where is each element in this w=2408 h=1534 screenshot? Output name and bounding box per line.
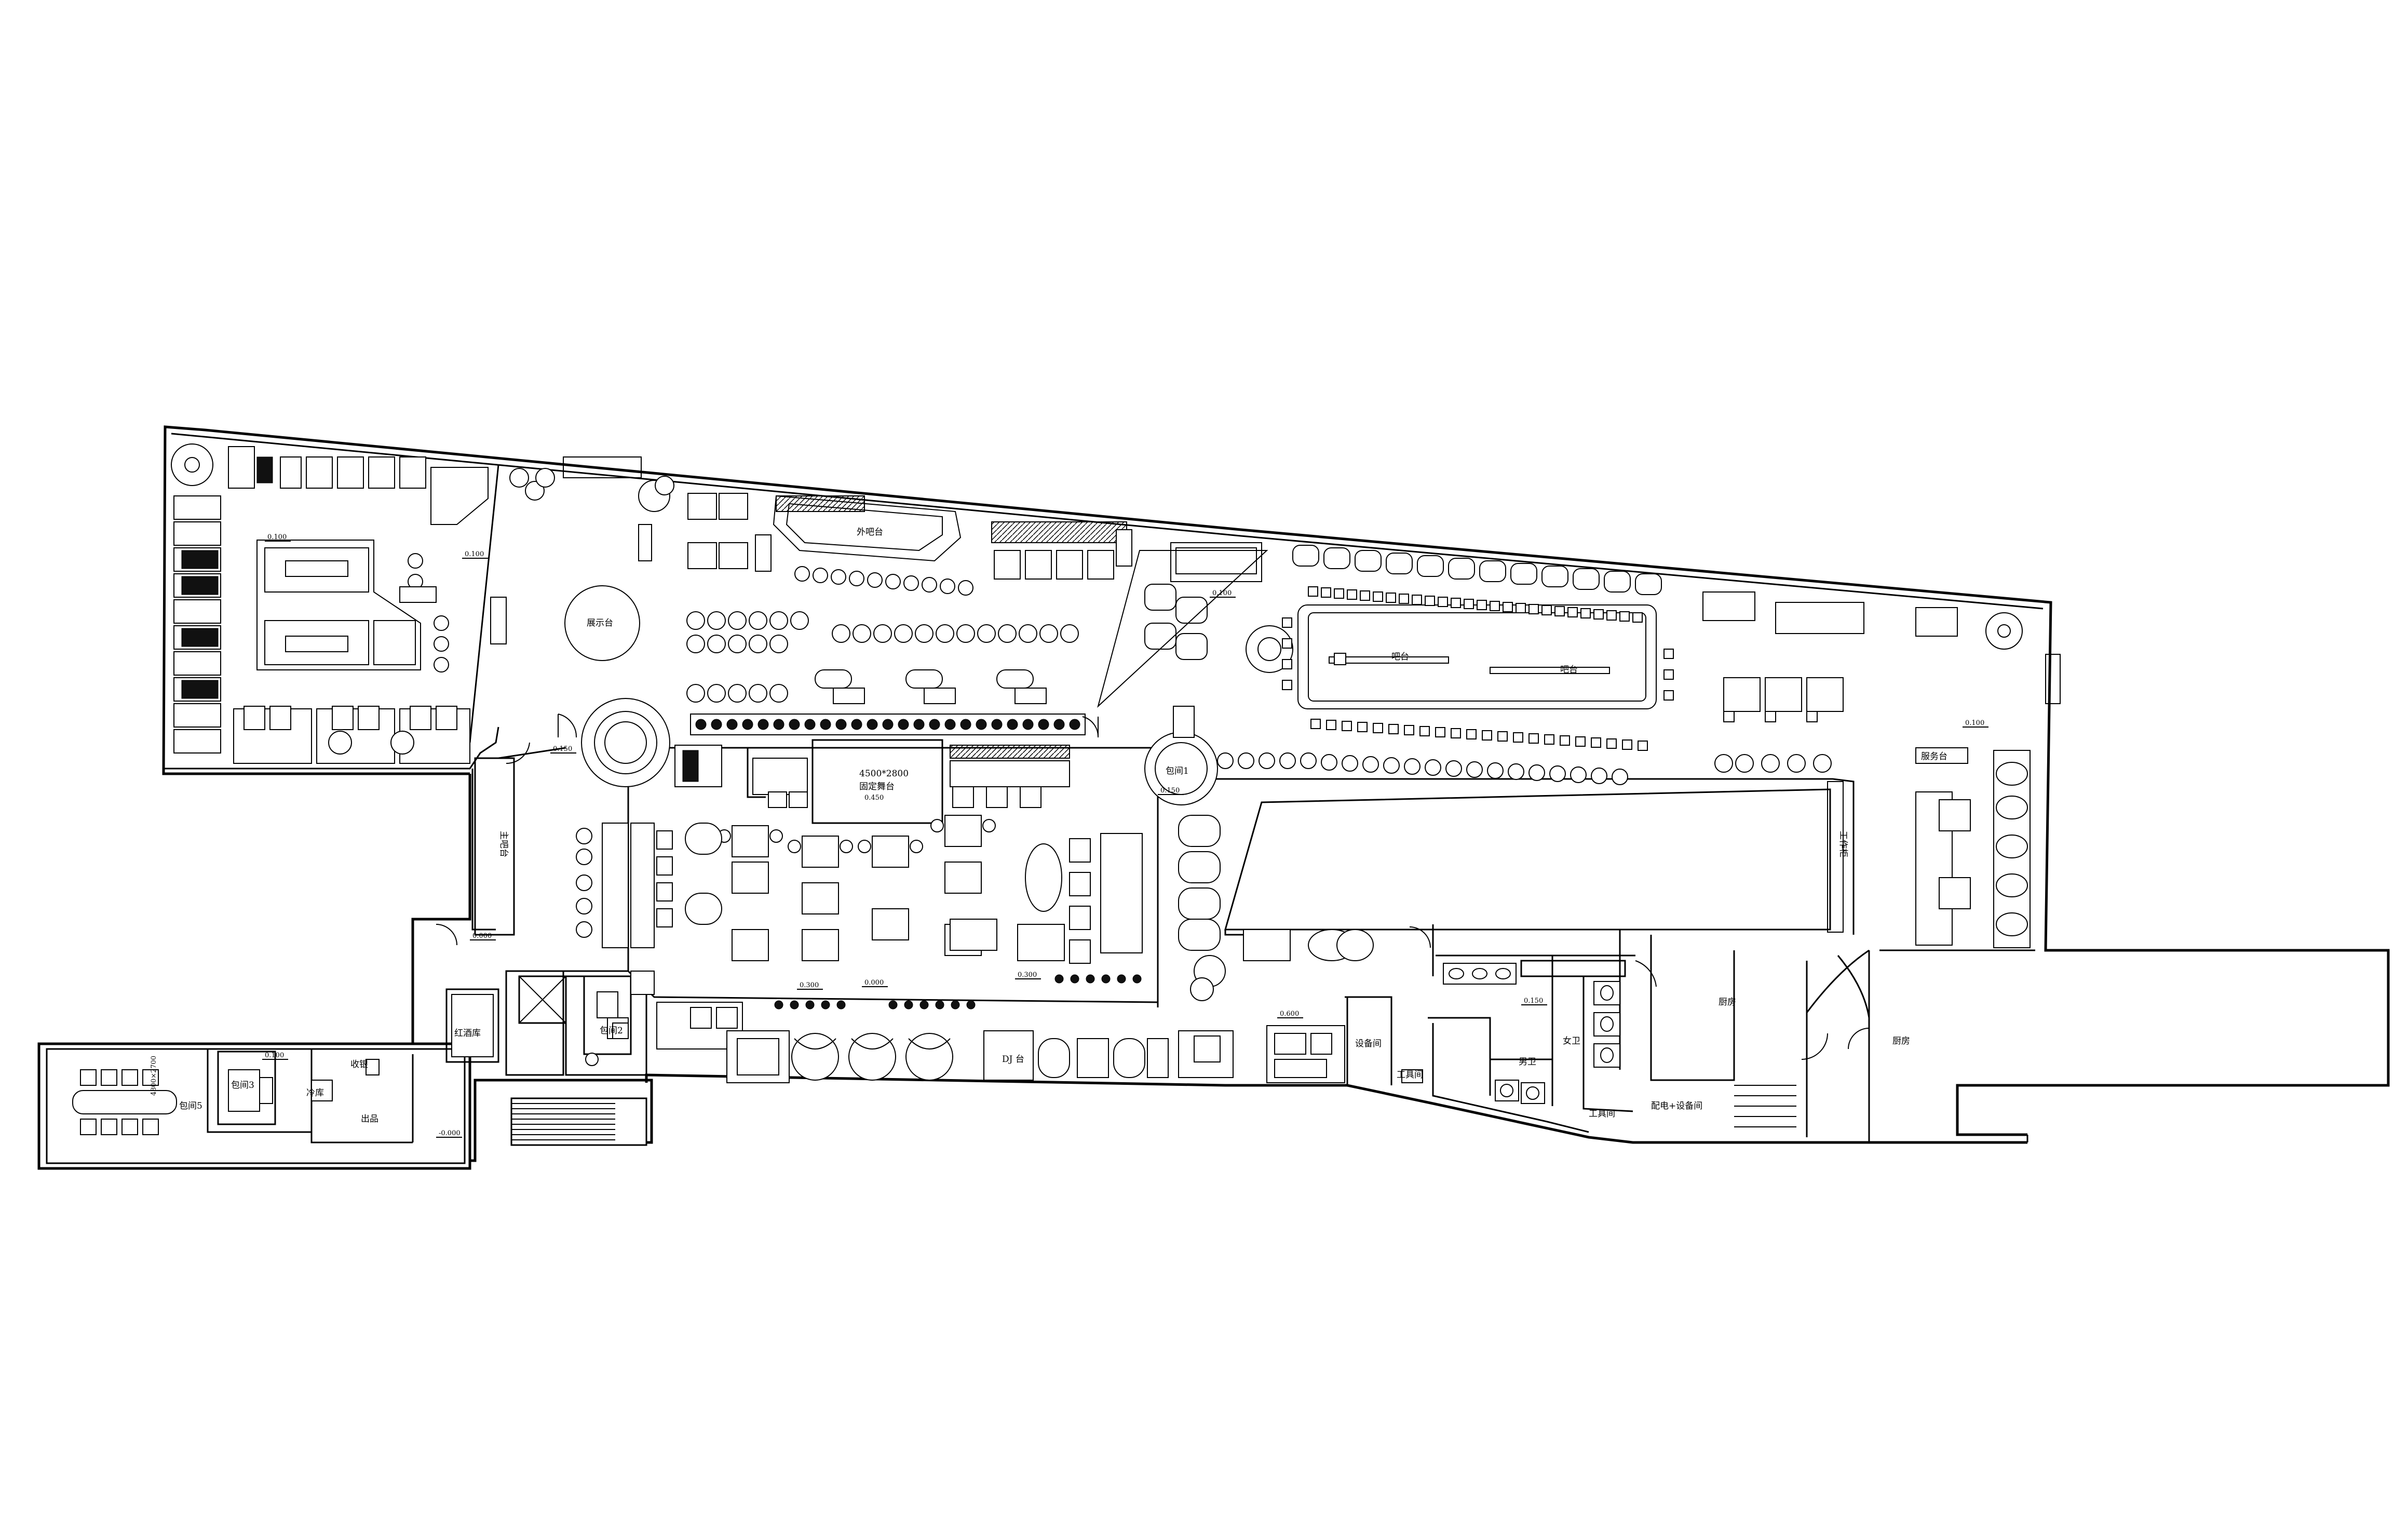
label-vip3: 包间3 bbox=[231, 1080, 254, 1091]
label-display: 展示台 bbox=[587, 618, 613, 628]
dj-booth[interactable] bbox=[983, 1030, 1034, 1081]
stage[interactable] bbox=[811, 739, 943, 824]
label-stage-level: 0.450 bbox=[864, 794, 884, 802]
doors bbox=[436, 714, 1870, 1060]
label-bar-right: 吧台 bbox=[1560, 665, 1578, 675]
level-markers: 0.100 0.100 0.150 0.100 0.100 0.150 0.30… bbox=[262, 533, 1988, 1138]
main-bar-stools-bottom bbox=[1310, 719, 1648, 751]
label-kitchen1: 厨房 bbox=[1719, 997, 1736, 1007]
planter-dots bbox=[695, 719, 1080, 730]
bar-stools-outer bbox=[794, 566, 973, 596]
label-dj: DJ 台 bbox=[1002, 1054, 1024, 1065]
label-vertical-bar: 主吧台 bbox=[498, 831, 509, 857]
main-bar-round-seats bbox=[1217, 752, 1832, 785]
label-tool1: 工具间 bbox=[1397, 1070, 1423, 1080]
label-bar-left: 吧台 bbox=[1391, 652, 1409, 662]
main-hall-furniture bbox=[576, 698, 1226, 1010]
level-marker: 0.000 bbox=[864, 979, 884, 987]
label-exit: 出品 bbox=[361, 1114, 378, 1124]
left-lounge-furniture bbox=[171, 443, 674, 764]
label-vip2: 包间2 bbox=[600, 1026, 623, 1036]
level-marker: 0.150 bbox=[1524, 997, 1543, 1005]
main-bar-area bbox=[1097, 542, 2031, 961]
level-marker: 0.100 bbox=[1212, 589, 1232, 597]
elevator bbox=[518, 975, 567, 1024]
label-stage: 固定舞台 bbox=[859, 782, 895, 792]
level-marker: 0.150 bbox=[553, 745, 572, 753]
label-tool2: 工具间 bbox=[1589, 1109, 1615, 1119]
outer-walls bbox=[37, 425, 2390, 1170]
hall-bottom-planters bbox=[774, 974, 1142, 1010]
wc-fixtures bbox=[1401, 963, 1620, 1104]
main-bar-stools-top bbox=[1308, 586, 1643, 623]
label-equip: 设备间 bbox=[1355, 1039, 1382, 1049]
annex-furniture bbox=[72, 971, 655, 1135]
label-male: 男卫 bbox=[1519, 1057, 1536, 1067]
level-marker: 0.100 bbox=[1965, 719, 1984, 727]
level-marker: 0.100 bbox=[265, 1052, 284, 1059]
label-vip5: 包间5 bbox=[179, 1101, 202, 1111]
labels: 展示台 外吧台 吧台 吧台 4500*2800 固定舞台 0.450 包间1 包… bbox=[150, 527, 1947, 1124]
top-wall-sofas bbox=[1292, 545, 1662, 595]
label-female: 女卫 bbox=[1563, 1036, 1580, 1046]
display-table[interactable] bbox=[564, 585, 640, 661]
level-marker: 0.100 bbox=[465, 550, 484, 558]
level-marker: 0.000 bbox=[472, 932, 492, 940]
level-marker: 0.150 bbox=[1160, 787, 1180, 795]
meeting-table[interactable] bbox=[72, 1090, 177, 1114]
kitchen-stairs bbox=[1734, 1085, 1796, 1127]
label-stage-size: 4500*2800 bbox=[859, 769, 909, 779]
label-outer-bar: 外吧台 bbox=[857, 527, 883, 537]
label-power: 配电+设备间 bbox=[1651, 1101, 1702, 1111]
lower-row-furniture bbox=[656, 1002, 1345, 1083]
label-cashier: 收银 bbox=[350, 1059, 368, 1070]
round-tables bbox=[686, 611, 1079, 703]
label-wine: 红酒库 bbox=[454, 1028, 481, 1039]
label-cold: 冷库 bbox=[306, 1088, 324, 1098]
level-marker: 0.100 bbox=[267, 533, 287, 541]
stair-treads bbox=[511, 1103, 615, 1140]
label-service: 服务台 bbox=[1921, 751, 1947, 762]
outer-bar-furniture bbox=[686, 493, 1132, 735]
label-table-size: 4800×2700 bbox=[150, 1056, 158, 1096]
label-vertical-cabinet: 工作柜 bbox=[1838, 831, 1848, 857]
level-marker: 0.300 bbox=[1018, 971, 1037, 979]
level-marker: -0.000 bbox=[439, 1129, 461, 1137]
level-marker: 0.300 bbox=[800, 981, 819, 989]
label-vip1: 包间1 bbox=[1166, 766, 1189, 776]
service-desk[interactable] bbox=[1915, 747, 1968, 764]
label-kitchen2: 厨房 bbox=[1892, 1036, 1910, 1046]
level-marker: 0.600 bbox=[1280, 1010, 1299, 1018]
